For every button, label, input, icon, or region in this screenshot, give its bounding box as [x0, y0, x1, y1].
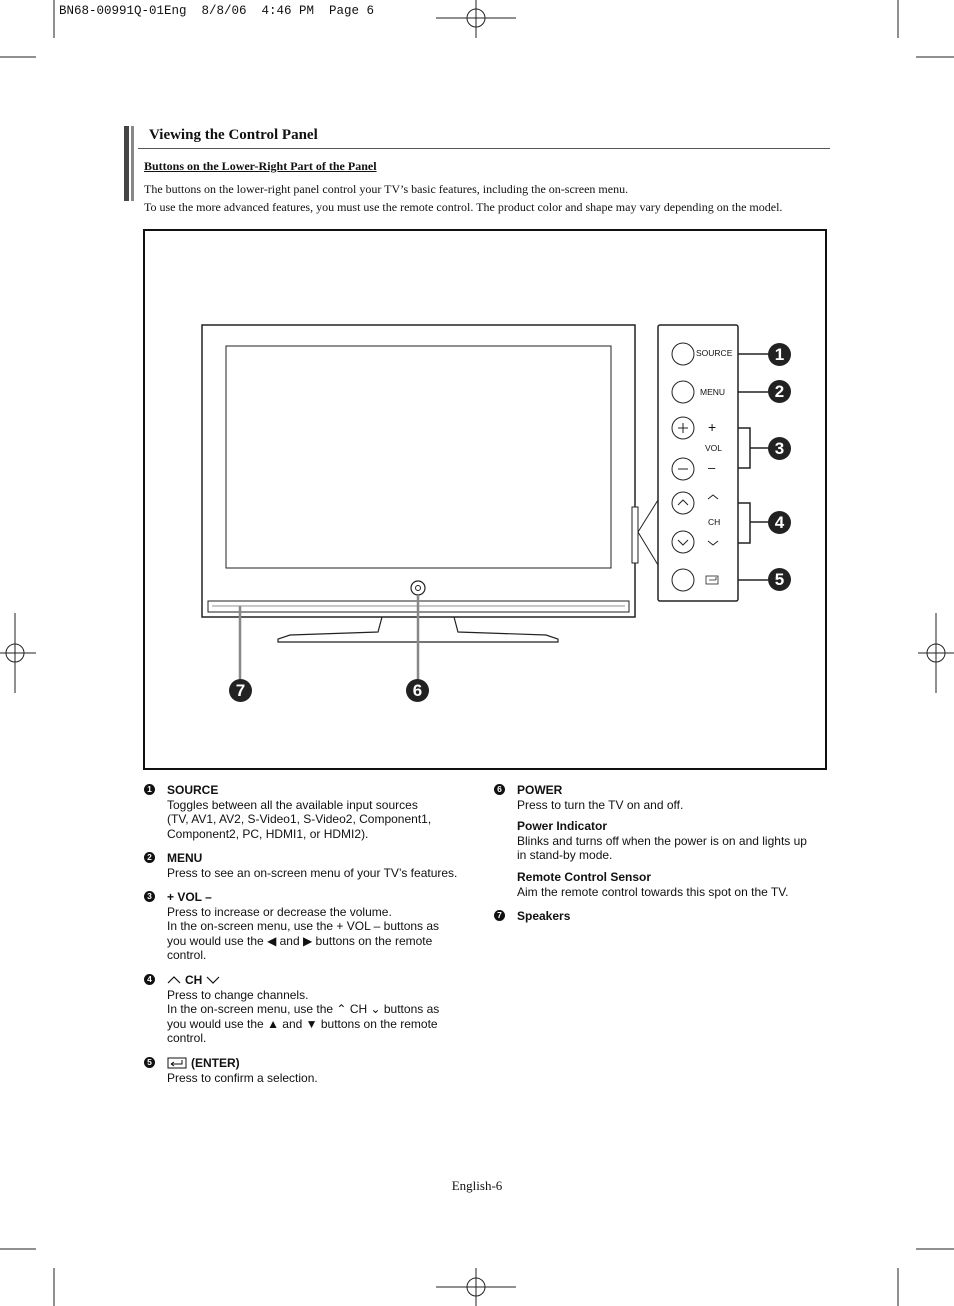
section-bar: [124, 126, 129, 201]
print-slug: BN68-00991Q-01Eng 8/8/06 4:46 PM Page 6: [59, 4, 375, 18]
desc-enter: 5 (ENTER) Press to confirm a selection.: [144, 1056, 497, 1085]
chevron-down-icon: [206, 976, 220, 985]
desc-menu: 2 MENU Press to see an on-screen menu of…: [144, 851, 497, 880]
callout-4: 4: [768, 511, 791, 534]
page-footer: English-6: [451, 1178, 503, 1193]
figure-frame: [143, 229, 827, 770]
desc-speakers: 7 Speakers: [494, 909, 847, 924]
desc-line: control.: [167, 1031, 207, 1046]
title-rule: [138, 148, 830, 149]
enter-icon: [167, 1057, 187, 1069]
desc-number: 1: [144, 784, 155, 795]
desc-title: CH: [185, 973, 203, 987]
desc-title: MENU: [167, 851, 203, 865]
desc-line: In the on-screen menu, use the + VOL – b…: [167, 919, 440, 934]
desc-source: 1 SOURCE Toggles between all the availab…: [144, 783, 497, 841]
desc-remote-sensor: Remote Control Sensor Aim the remote con…: [517, 870, 847, 899]
intro-line-2: To use the more advanced features, you m…: [144, 200, 783, 214]
intro-line-1: The buttons on the lower-right panel con…: [144, 182, 629, 196]
desc-line: you would use the ▲ and ▼ buttons on the…: [167, 1016, 438, 1031]
desc-number: 7: [494, 910, 505, 921]
desc-number: 5: [144, 1057, 155, 1068]
desc-line: Toggles between all the available input …: [167, 797, 418, 812]
desc-line: you would use the ◀ and ▶ buttons on the…: [167, 933, 433, 948]
desc-number: 2: [144, 852, 155, 863]
section-title: Viewing the Control Panel: [149, 127, 318, 143]
desc-title: POWER: [517, 783, 563, 797]
callout-3: 3: [768, 437, 791, 460]
desc-number: 4: [144, 974, 155, 985]
panel-label-source: SOURCE: [696, 348, 733, 358]
desc-line: control.: [167, 948, 207, 963]
callout-6: 6: [406, 679, 429, 702]
desc-volume: 3 + VOL – Press to increase or decrease …: [144, 890, 497, 963]
desc-line: Press to increase or decrease the volume…: [167, 904, 392, 919]
panel-label-vol-plus: +: [708, 419, 717, 435]
panel-label-vol-minus: –: [708, 460, 716, 475]
callout-7: 7: [229, 679, 252, 702]
desc-number: 6: [494, 784, 505, 795]
desc-line: Component2, PC, HDMI1, or HDMI2).: [167, 826, 369, 841]
panel-label-ch: CH: [708, 517, 721, 527]
panel-label-vol: VOL: [705, 443, 723, 453]
panel-label-menu: MENU: [700, 387, 726, 397]
section-bar-2: [131, 126, 134, 201]
desc-power-indicator: Power Indicator Blinks and turns off whe…: [517, 819, 847, 863]
desc-title: + VOL –: [167, 890, 212, 904]
desc-line: Aim the remote control towards this spot…: [517, 884, 789, 899]
desc-power: 6 POWER Press to turn the TV on and off.: [494, 783, 847, 812]
callout-5: 5: [768, 568, 791, 591]
desc-channel: 4 CH Press to change channels. In the on…: [144, 973, 497, 1046]
desc-line: In the on-screen menu, use the ⌃ CH ⌄ bu…: [167, 1002, 440, 1017]
desc-title: (ENTER): [191, 1056, 240, 1070]
desc-line: Blinks and turns off when the power is o…: [517, 833, 807, 848]
desc-title: Power Indicator: [517, 819, 608, 833]
desc-line: Press to see an on-screen menu of your T…: [167, 865, 458, 880]
desc-line: Press to turn the TV on and off.: [517, 797, 684, 812]
desc-line: in stand-by mode.: [517, 848, 613, 863]
desc-line: Press to confirm a selection.: [167, 1070, 318, 1085]
desc-line: Press to change channels.: [167, 987, 309, 1002]
callout-1: 1: [768, 343, 791, 366]
desc-number: 3: [144, 891, 155, 902]
callout-2: 2: [768, 380, 791, 403]
chevron-up-icon: [167, 976, 181, 984]
desc-line: (TV, AV1, AV2, S-Video1, S-Video2, Compo…: [167, 812, 432, 827]
desc-title: SOURCE: [167, 783, 219, 797]
desc-title: Speakers: [517, 909, 571, 923]
desc-title: Remote Control Sensor: [517, 870, 652, 884]
subsection-title: Buttons on the Lower-Right Part of the P…: [144, 159, 377, 173]
